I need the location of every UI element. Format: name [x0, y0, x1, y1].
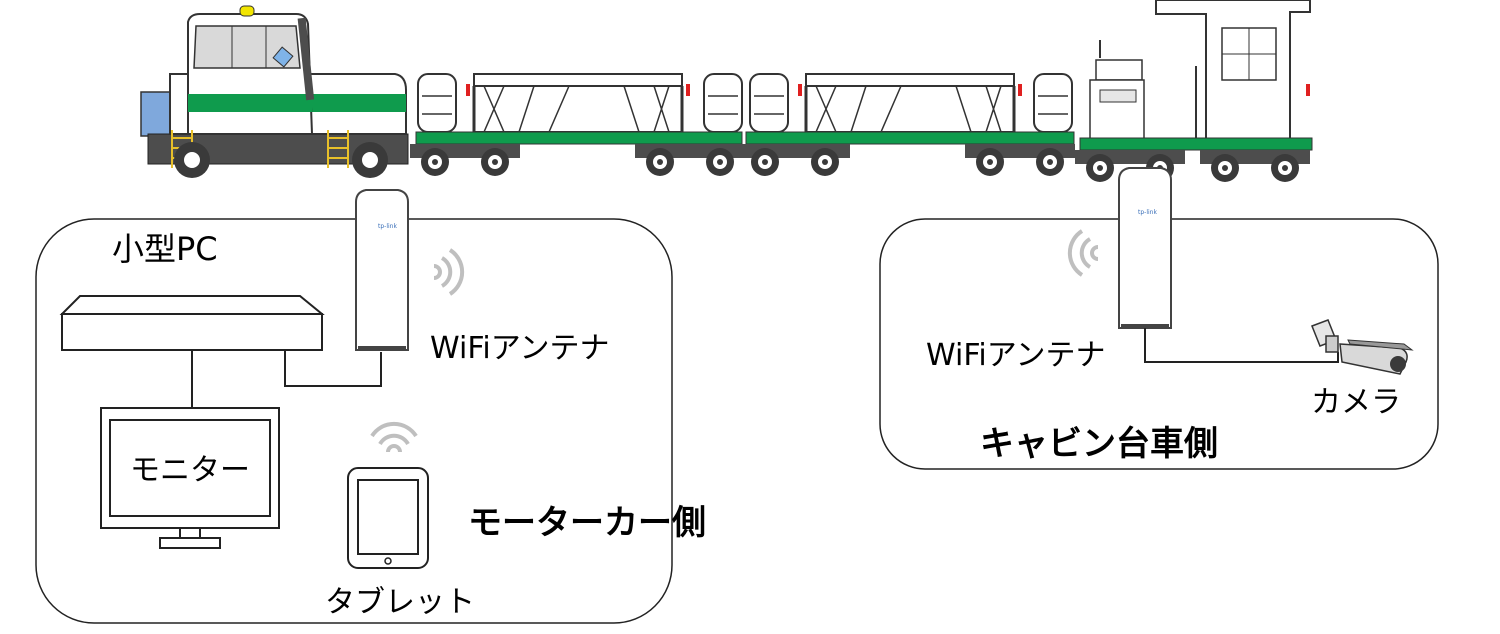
tablet-label: タブレット [325, 585, 475, 620]
antenna-camera-cable [1144, 328, 1339, 363]
motor-car-side-boundary [35, 218, 673, 624]
flatcar-icon [410, 72, 745, 176]
wifi-antenna-left-label: WiFiアンテナ [430, 331, 610, 366]
camera-label: カメラ [1311, 385, 1401, 420]
monitor-label: モニター [130, 453, 250, 488]
motor-car-icon [140, 5, 409, 178]
antenna-brand-text: tp-link [1138, 209, 1157, 216]
tablet-icon [347, 467, 429, 569]
antenna-brand-text: tp-link [378, 223, 397, 230]
wifi-signal-icon [432, 248, 465, 296]
flatcar-icon [740, 72, 1075, 176]
monitor-icon [100, 407, 280, 549]
mini-pc-icon [59, 295, 325, 351]
wifi-signal-icon [1067, 229, 1100, 277]
wifi-antenna-right-label: WiFiアンテナ [926, 338, 1106, 373]
cabin-car-side-label: キャビン台車側 [980, 424, 1218, 464]
motor-car-side-label: モーターカー側 [468, 503, 706, 543]
wifi-signal-icon [370, 421, 418, 454]
security-camera-icon [1311, 319, 1414, 375]
cabin-car-icon [1075, 0, 1313, 182]
outdoor-cpe-antenna-icon: tp-link [1118, 167, 1172, 329]
pc-antenna-cable [284, 350, 382, 387]
small-pc-label: 小型PC [112, 230, 218, 268]
outdoor-cpe-antenna-icon: tp-link [355, 189, 409, 351]
